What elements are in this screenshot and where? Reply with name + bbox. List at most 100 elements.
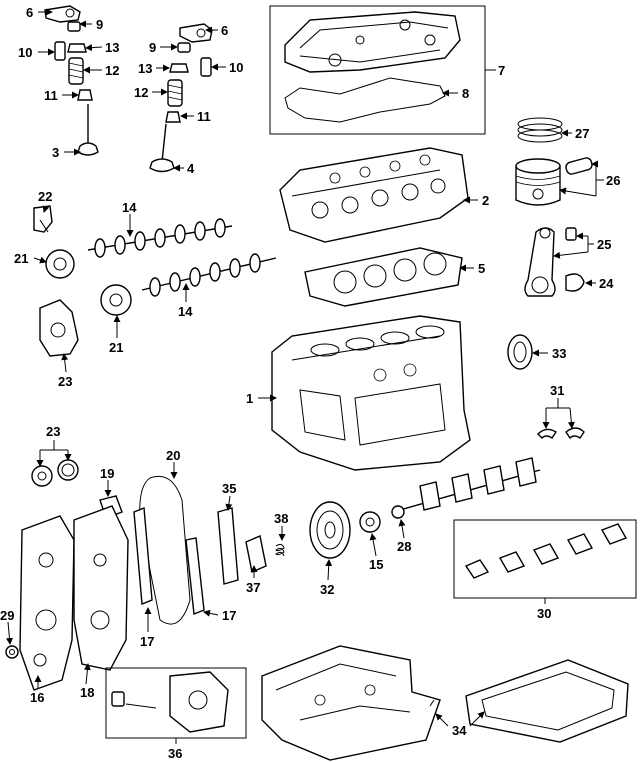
valve-cover <box>284 11 461 73</box>
callout-26: 26 <box>606 173 620 188</box>
callout-9-left: 9 <box>96 17 103 32</box>
callout-23-upper: 23 <box>58 374 72 389</box>
callout-6-left: 6 <box>26 5 33 20</box>
oil-pan-upper <box>261 645 441 761</box>
callout-25: 25 <box>597 237 611 252</box>
timing-cover-outer <box>19 515 75 691</box>
oil-pump <box>111 671 229 733</box>
tensioner-rail <box>245 535 267 573</box>
callout-15: 15 <box>369 557 383 572</box>
valve-spring-left <box>68 57 84 85</box>
callout-8: 8 <box>462 86 469 101</box>
cam-sensor <box>33 205 53 233</box>
callout-12-left: 12 <box>105 63 119 78</box>
callout-36: 36 <box>168 746 182 761</box>
callout-12-right: 12 <box>134 85 148 100</box>
callout-21-left: 21 <box>14 251 28 266</box>
lash-adjuster-left <box>54 41 66 61</box>
callout-5: 5 <box>478 261 485 276</box>
lash-adjuster-cap-right <box>177 42 191 53</box>
valve-retainer-right <box>165 111 181 123</box>
rod-bolts <box>565 227 577 241</box>
callout-10-left: 10 <box>18 45 32 60</box>
callout-28: 28 <box>397 539 411 554</box>
callout-13-left: 13 <box>105 40 119 55</box>
lash-adjuster-cap-left <box>67 21 81 32</box>
cylinder-head <box>279 147 469 243</box>
callout-3: 3 <box>52 145 59 160</box>
callout-11-left: 11 <box>44 88 58 103</box>
oil-seal-ring <box>57 459 79 481</box>
callout-4: 4 <box>187 161 195 176</box>
valve-spring-right <box>167 79 183 107</box>
callout-31: 31 <box>550 383 564 398</box>
callout-numbers: 6 9 10 13 12 11 3 6 9 13 10 12 11 4 7 8 … <box>0 5 620 761</box>
tensioner-arm <box>217 507 239 585</box>
engine-block <box>271 315 471 471</box>
vvt-sprocket-upper <box>45 249 75 279</box>
callout-33: 33 <box>552 346 566 361</box>
callout-1: 1 <box>246 391 253 406</box>
intake-camshaft <box>87 218 233 258</box>
chain-guide <box>133 506 153 606</box>
valve-cover-gasket <box>284 77 446 123</box>
callout-21-bottom: 21 <box>109 340 123 355</box>
oil-seal-front <box>31 465 53 487</box>
callout-24: 24 <box>599 276 614 291</box>
piston <box>515 158 561 206</box>
callout-6-right: 6 <box>221 23 228 38</box>
callout-7: 7 <box>498 63 505 78</box>
callout-leaders <box>5 8 604 744</box>
vvt-cover-upper <box>39 299 79 357</box>
vvt-sprocket-lower <box>100 284 132 316</box>
callout-11-right: 11 <box>197 109 211 124</box>
crank-pulley <box>309 501 351 559</box>
callout-9-right: 9 <box>149 40 156 55</box>
head-gasket <box>304 247 463 307</box>
callout-27: 27 <box>575 126 589 141</box>
callout-37: 37 <box>246 580 260 595</box>
callout-23-lower: 23 <box>46 424 60 439</box>
callout-38: 38 <box>274 511 288 526</box>
callout-14-lower: 14 <box>178 304 193 319</box>
valve-stem-seal-left <box>67 43 87 53</box>
crank-sprocket <box>359 511 381 533</box>
rocker-arm-right <box>179 23 213 43</box>
rear-main-seal <box>507 334 533 370</box>
callout-17-right: 17 <box>222 608 236 623</box>
callout-16: 16 <box>30 690 44 705</box>
callout-14-upper: 14 <box>122 200 137 215</box>
callout-34: 34 <box>452 723 467 738</box>
callout-22: 22 <box>38 189 52 204</box>
tensioner-spring <box>275 543 285 557</box>
lash-adjuster-right <box>200 57 212 77</box>
valve-stem-seal-right <box>169 63 189 73</box>
oil-pan-lower <box>465 659 629 743</box>
callout-17-left: 17 <box>140 634 154 649</box>
callout-2: 2 <box>482 193 489 208</box>
rocker-arm-left <box>44 5 81 23</box>
callout-30: 30 <box>537 606 551 621</box>
exhaust-camshaft <box>141 253 277 297</box>
callout-35: 35 <box>222 481 236 496</box>
callout-19: 19 <box>100 466 114 481</box>
oil-seal-small <box>5 645 19 659</box>
crankshaft <box>391 457 541 519</box>
piston-pin <box>565 157 593 175</box>
rod-bearing <box>565 273 585 292</box>
timing-cover-inner <box>73 505 129 671</box>
main-bearings <box>464 523 628 579</box>
timing-chain <box>139 475 191 625</box>
exhaust-valve <box>77 104 99 156</box>
callout-29: 29 <box>0 608 14 623</box>
callout-20: 20 <box>166 448 180 463</box>
connecting-rod <box>524 227 556 297</box>
valve-retainer-left <box>77 89 93 101</box>
intake-valve <box>149 123 175 173</box>
callout-18: 18 <box>80 685 94 700</box>
callout-13-right: 13 <box>138 61 152 76</box>
callout-32: 32 <box>320 582 334 597</box>
thrust-washers <box>537 427 585 440</box>
piston-rings <box>517 117 563 143</box>
